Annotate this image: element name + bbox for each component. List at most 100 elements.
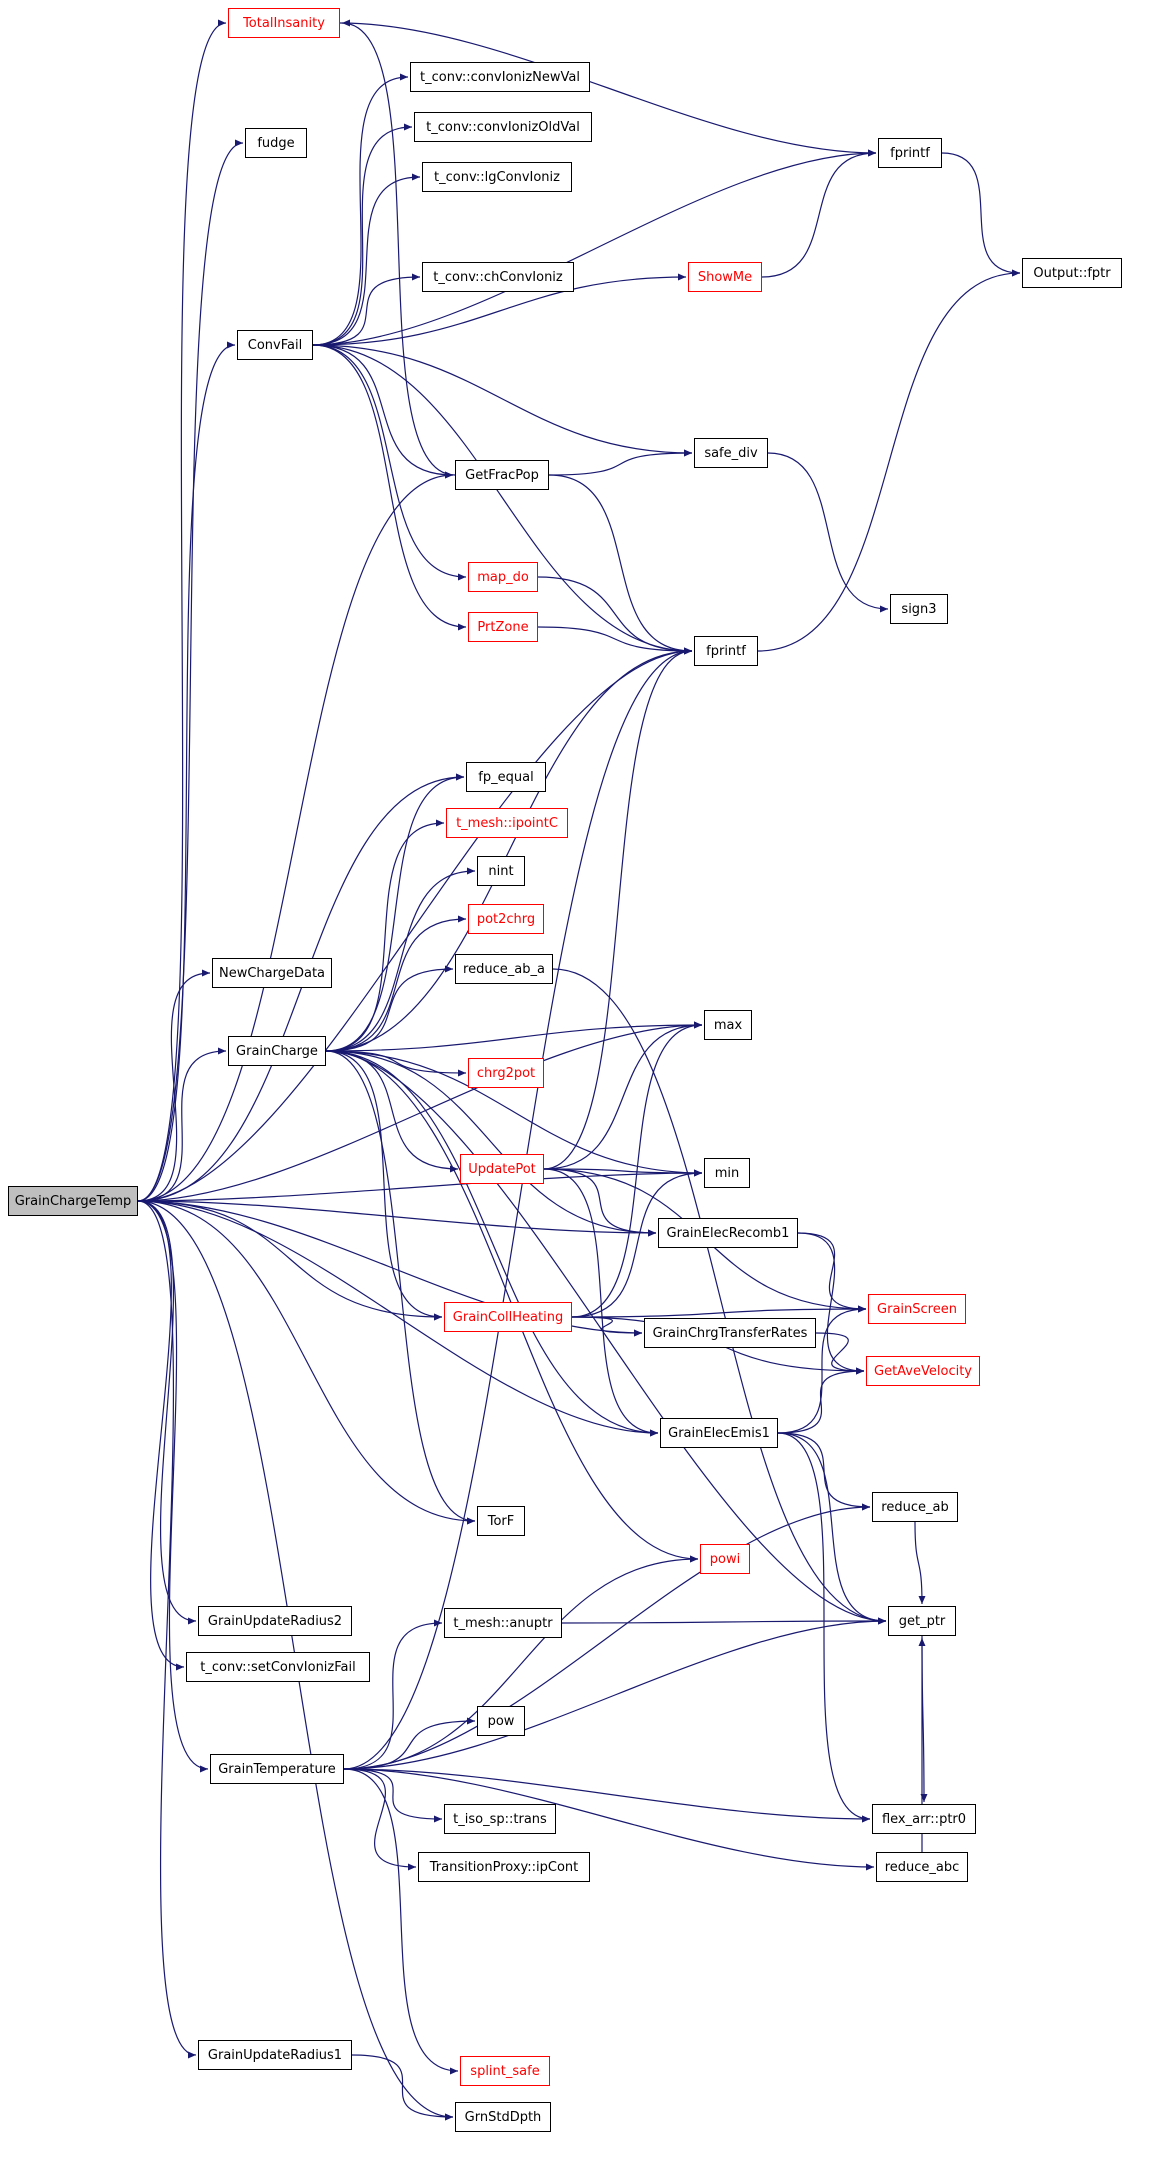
graph-node-reduceaba[interactable]: reduce_ab_a — [455, 954, 553, 984]
call-edge-graintemperature-to-ptr0 — [343, 1768, 871, 1823]
call-edge-gct-to-fprintf2 — [137, 647, 693, 1202]
graph-node-pot2chrg[interactable]: pot2chrg — [468, 904, 544, 934]
call-edge-getfracpop-to-safediv — [548, 449, 693, 476]
call-edge-graincharge-to-nint — [325, 867, 476, 1052]
graph-node-chrg2pot[interactable]: chrg2pot — [468, 1058, 544, 1088]
graph-node-grainchrgtransferrates[interactable]: GrainChrgTransferRates — [644, 1318, 816, 1348]
call-edge-getptr-to-ptr0 — [920, 1635, 928, 1803]
graph-node-grainelecemis1[interactable]: GrainElecEmis1 — [660, 1418, 778, 1448]
graph-node-chconvioniz[interactable]: t_conv::chConvIoniz — [422, 262, 574, 292]
graph-node-ptr0[interactable]: flex_arr::ptr0 — [872, 1804, 976, 1834]
call-edge-reduceaba-to-getptr — [552, 968, 887, 1625]
call-edge-gct-to-graincollheating — [137, 1200, 443, 1321]
call-edge-gct-to-fudge — [137, 139, 244, 1202]
call-edge-convfail-to-getfracpop — [312, 344, 454, 479]
call-edge-graincharge-to-fpequal — [325, 773, 465, 1052]
call-edge-convfail-to-safediv — [312, 344, 693, 457]
graph-node-fudge[interactable]: fudge — [245, 128, 307, 158]
call-edge-gct-to-graintemperature — [137, 1200, 209, 1773]
graph-node-ipcont[interactable]: TransitionProxy::ipCont — [418, 1852, 590, 1882]
call-edge-convfail-to-chconvioniz — [312, 273, 421, 346]
call-edge-graintemperature-to-trans — [343, 1768, 443, 1823]
call-edge-convfail-to-mapdo — [312, 344, 467, 581]
graph-node-trans[interactable]: t_iso_sp::trans — [444, 1804, 556, 1834]
call-edge-graincharge-to-grainelecrecomb1 — [325, 1050, 657, 1237]
call-edge-gct-to-getfracpop — [137, 471, 454, 1202]
graph-node-totalinsanity[interactable]: TotalInsanity — [228, 8, 340, 38]
call-edge-prtzone-to-fprintf2 — [537, 626, 693, 655]
graph-node-ipointc[interactable]: t_mesh::ipointC — [446, 808, 568, 838]
graph-node-anuptr[interactable]: t_mesh::anuptr — [444, 1608, 562, 1638]
call-edge-updatepot-to-grainelecrecomb1 — [543, 1168, 657, 1237]
call-edge-graintemperature-to-powi — [343, 1555, 699, 1770]
graph-node-splintsafe[interactable]: splint_safe — [460, 2056, 550, 2086]
graph-node-graincollheating[interactable]: GrainCollHeating — [444, 1302, 572, 1332]
graph-node-getavevelocity[interactable]: GetAveVelocity — [866, 1356, 980, 1386]
graph-node-prtzone[interactable]: PrtZone — [468, 612, 538, 642]
call-edge-grainelecrecomb1-to-grainscreen — [797, 1232, 867, 1313]
call-edge-graincharge-to-min — [325, 1050, 703, 1177]
graph-node-powi[interactable]: powi — [700, 1544, 750, 1574]
graph-node-grainscreen[interactable]: GrainScreen — [868, 1294, 966, 1324]
graph-node-convfail[interactable]: ConvFail — [237, 330, 313, 360]
call-edge-graintemperature-to-pow — [343, 1717, 476, 1770]
call-edge-graincharge-to-max — [325, 1021, 703, 1052]
graph-node-graintemperature[interactable]: GrainTemperature — [210, 1754, 344, 1784]
graph-node-grainupdateradius2[interactable]: GrainUpdateRadius2 — [198, 1606, 352, 1636]
graph-node-showme[interactable]: ShowMe — [688, 262, 762, 292]
call-edge-gct-to-convfail — [137, 341, 236, 1202]
graph-node-gct[interactable]: GrainChargeTemp — [8, 1186, 138, 1216]
graph-node-fpequal[interactable]: fp_equal — [466, 762, 546, 792]
graph-node-reduceabc[interactable]: reduce_abc — [876, 1852, 968, 1882]
call-edge-graincollheating-to-max — [571, 1021, 703, 1318]
graph-node-grainelecrecomb1[interactable]: GrainElecRecomb1 — [658, 1218, 798, 1248]
graph-node-reduceab[interactable]: reduce_ab — [872, 1492, 958, 1522]
call-edge-graincharge-to-torf — [325, 1050, 476, 1525]
call-edge-graintemperature-to-reduceab — [343, 1503, 871, 1770]
call-edge-mapdo-to-fprintf2 — [537, 576, 693, 655]
call-edge-updatepot-to-max — [543, 1021, 703, 1170]
call-edge-grainelecemis1-to-grainscreen — [777, 1305, 867, 1434]
graph-node-fprintf1[interactable]: fprintf — [878, 138, 942, 168]
call-edge-gct-to-grainelecrecomb1 — [137, 1200, 657, 1237]
graph-node-lgconvioniz[interactable]: t_conv::lgConvIoniz — [422, 162, 572, 192]
graph-node-fprintf2[interactable]: fprintf — [694, 636, 758, 666]
graph-node-max[interactable]: max — [704, 1010, 752, 1040]
graph-node-convionizoldval[interactable]: t_conv::convIonizOldVal — [414, 112, 592, 142]
call-edge-convfail-to-fprintf1 — [312, 149, 877, 346]
graph-node-outputfptr[interactable]: Output::fptr — [1022, 258, 1122, 288]
graph-node-mapdo[interactable]: map_do — [468, 562, 538, 592]
graph-node-updatepot[interactable]: UpdatePot — [460, 1154, 544, 1184]
call-edge-updatepot-to-min — [543, 1168, 703, 1177]
call-edge-graincharge-to-pot2chrg — [325, 915, 467, 1052]
graph-node-newchargedata[interactable]: NewChargeData — [212, 958, 332, 988]
call-edge-gct-to-torf — [137, 1200, 476, 1525]
graph-node-getptr[interactable]: get_ptr — [888, 1606, 956, 1636]
call-edge-gct-to-min — [137, 1169, 703, 1202]
call-edge-updatepot-to-fprintf2 — [543, 647, 693, 1170]
call-edge-graincollheating-to-grainscreen — [571, 1305, 867, 1318]
call-edge-graintemperature-to-getptr — [343, 1617, 887, 1770]
graph-node-sign3[interactable]: sign3 — [890, 594, 948, 624]
graph-node-setconvionizfail[interactable]: t_conv::setConvIonizFail — [186, 1652, 370, 1682]
graph-node-graincharge[interactable]: GrainCharge — [228, 1036, 326, 1066]
graph-node-getfracpop[interactable]: GetFracPop — [455, 460, 549, 490]
graph-node-grainupdateradius1[interactable]: GrainUpdateRadius1 — [198, 2040, 352, 2070]
graph-node-nint[interactable]: nint — [477, 856, 525, 886]
call-edge-convfail-to-fprintf2 — [312, 344, 693, 655]
graph-node-safediv[interactable]: safe_div — [694, 438, 768, 468]
graph-node-torf[interactable]: TorF — [477, 1506, 525, 1536]
call-edge-graincharge-to-graincollheating — [325, 1050, 443, 1321]
graph-node-pow[interactable]: pow — [477, 1706, 525, 1736]
call-edge-graintemperature-to-anuptr — [343, 1619, 443, 1770]
call-edge-graincharge-to-ipointc — [325, 819, 445, 1052]
graph-node-convioniznewval[interactable]: t_conv::convIonizNewVal — [410, 62, 590, 92]
graph-node-min[interactable]: min — [704, 1158, 750, 1188]
graph-node-grnstddpth[interactable]: GrnStdDpth — [455, 2102, 551, 2132]
call-edge-graincollheating-to-min — [571, 1169, 703, 1318]
call-edge-graincharge-to-fprintf2 — [325, 647, 693, 1052]
call-edge-convfail-to-lgconvioniz — [312, 173, 421, 346]
call-edge-anuptr-to-getptr — [561, 1617, 887, 1625]
call-edge-graintemperature-to-splintsafe — [343, 1768, 459, 2075]
